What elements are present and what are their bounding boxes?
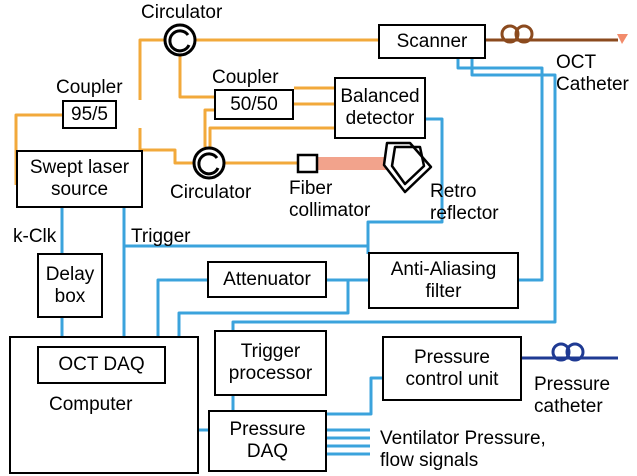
- pressure-daq-box: Pressure DAQ: [208, 410, 327, 472]
- signal-detector-to-processor: [366, 117, 444, 254]
- attenuator-label: Attenuator: [223, 268, 311, 290]
- coupler-50-50-label: 50/50: [230, 93, 278, 115]
- signal-filter-to-oct-daq: [177, 280, 350, 346]
- oct-daq-box: OCT DAQ: [37, 346, 166, 384]
- circulator-top-label: Circulator: [141, 2, 223, 23]
- trigger-processor-box: Trigger processor: [214, 330, 327, 396]
- fiber-coupler95-to-circulator-bottom: [138, 128, 193, 165]
- pressure-catheter-label: Pressure catheter: [534, 374, 611, 417]
- delay-box-label: Delay box: [45, 263, 95, 307]
- scanner-box: Scanner: [378, 24, 486, 59]
- fiber-collimator-label: Fiber collimator: [289, 178, 371, 221]
- collimated-beam: [317, 157, 398, 170]
- trigger-label: Trigger: [131, 226, 191, 247]
- coupler-95-5-box: 95/5: [62, 100, 117, 129]
- coupler-right-label: Coupler: [212, 67, 279, 88]
- balanced-detector-box: Balanced detector: [334, 77, 426, 139]
- oct-catheter-label: OCT Catheter: [556, 52, 629, 95]
- swept-laser-label: Swept laser source: [29, 157, 130, 200]
- coupler-50-50-box: 50/50: [214, 89, 294, 120]
- signal-scanner-to-filter: [456, 58, 544, 282]
- coupler-left-label: Coupler: [56, 77, 123, 98]
- attenuator-box: Attenuator: [207, 261, 327, 298]
- pressure-control-box: Pressure control unit: [382, 336, 522, 401]
- fiber-collimator-icon: [296, 153, 319, 174]
- fiber-coupler50-to-circulator-bottom: [203, 108, 214, 147]
- trigger-processor-label: Trigger processor: [228, 341, 313, 384]
- scanner-label: Scanner: [396, 30, 468, 52]
- delay-box: Delay box: [37, 253, 103, 318]
- anti-aliasing-filter-label: Anti-Aliasing filter: [390, 258, 497, 302]
- circulator-top-arrow: [168, 29, 191, 53]
- swept-laser-box: Swept laser source: [16, 150, 143, 208]
- signal-pressure-control-to-daq: [327, 376, 382, 416]
- retro-reflector-label: Retro reflector: [430, 181, 499, 224]
- k-clk-label: k-Clk: [13, 226, 57, 247]
- balanced-detector-label: Balanced detector: [340, 86, 420, 129]
- oct-daq-label: OCT DAQ: [58, 354, 145, 375]
- signal-scanner-to-processor: [231, 58, 557, 330]
- oct-catheter-icon: [486, 24, 628, 44]
- circulator-bottom-label: Circulator: [170, 182, 252, 203]
- pressure-catheter-icon: [522, 342, 618, 362]
- fiber-coupler95-to-circulator-top: [138, 38, 165, 100]
- pressure-daq-label: Pressure DAQ: [229, 419, 306, 462]
- coupler-95-5-label: 95/5: [71, 103, 108, 125]
- circulator-bottom-arrow: [197, 152, 220, 176]
- anti-aliasing-filter-box: Anti-Aliasing filter: [368, 252, 519, 309]
- ventilator-signals-label: Ventilator Pressure, flow signals: [380, 428, 546, 471]
- fiber-circulator-top-to-coupler50: [178, 56, 214, 99]
- computer-label: Computer: [49, 394, 133, 415]
- fiber-circulator-bottom-to-detector: [208, 126, 334, 148]
- retro-reflector-icon: [382, 141, 433, 194]
- signal-attenuator-to-oct-daq: [156, 278, 207, 346]
- pressure-control-label: Pressure control unit: [405, 346, 499, 390]
